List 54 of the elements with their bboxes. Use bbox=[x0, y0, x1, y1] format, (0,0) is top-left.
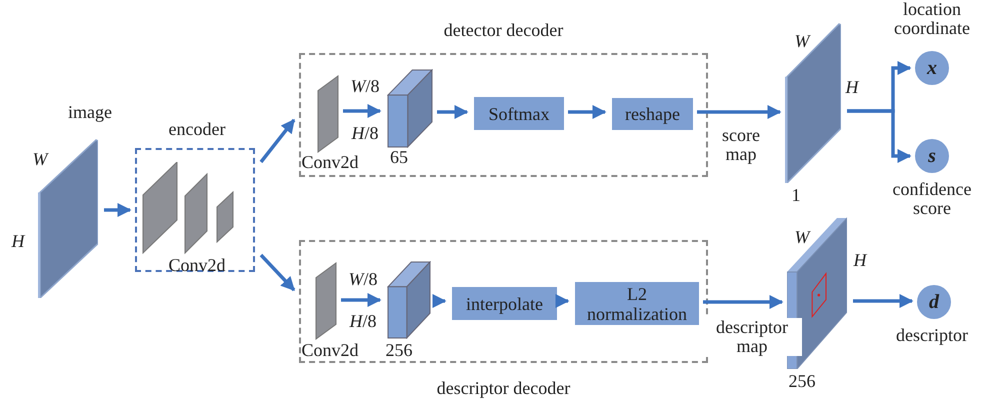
dimension-label: H bbox=[844, 78, 860, 97]
process-label: interpolate bbox=[466, 294, 543, 314]
feature-cube bbox=[387, 261, 431, 339]
dimension-label: H/8 bbox=[348, 312, 378, 331]
dimension-label: image bbox=[67, 103, 113, 122]
arrow bbox=[260, 254, 296, 292]
dimension-label: W/8 bbox=[349, 77, 380, 96]
process-label: L2 normalization bbox=[586, 284, 688, 324]
arrow bbox=[341, 293, 382, 307]
group-heading: descriptor decoder bbox=[436, 379, 572, 397]
dimension-label: descriptor bbox=[895, 326, 969, 345]
symbol-label: d bbox=[929, 292, 939, 312]
dimension-label: 65 bbox=[389, 148, 409, 167]
dimension-label: H bbox=[852, 251, 868, 270]
arrow bbox=[847, 109, 912, 163]
dimension-label: H/8 bbox=[350, 124, 380, 143]
group-heading: Conv2d bbox=[167, 256, 226, 274]
arrow bbox=[260, 118, 296, 164]
arrow bbox=[697, 105, 782, 119]
dimension-label: location coordinate bbox=[893, 0, 971, 38]
arrow bbox=[853, 294, 914, 308]
arrow bbox=[568, 105, 606, 119]
dimension-label: W bbox=[32, 150, 50, 169]
dimension-label: 1 bbox=[790, 186, 802, 205]
process-box bbox=[575, 282, 699, 325]
arrow bbox=[703, 295, 784, 309]
dimension-label: H bbox=[10, 232, 26, 251]
dimension-label: Conv2d bbox=[300, 153, 360, 172]
symbol-label: x bbox=[927, 58, 937, 78]
feature-map-slab bbox=[315, 262, 337, 340]
symbol-label: s bbox=[928, 146, 936, 166]
dimension-label: 256 bbox=[384, 341, 414, 360]
arrow bbox=[555, 294, 570, 308]
dimension-label: W bbox=[794, 32, 812, 51]
dimension-label: 256 bbox=[788, 372, 816, 391]
feature-cube bbox=[387, 69, 433, 148]
process-box bbox=[612, 98, 693, 130]
arrow bbox=[437, 105, 468, 119]
process-label: Softmax bbox=[488, 104, 550, 124]
feature-map-slab bbox=[317, 75, 339, 153]
process-box bbox=[474, 97, 564, 130]
group-heading: encoder bbox=[168, 120, 226, 138]
process-label: reshape bbox=[625, 104, 680, 124]
dimension-label: W bbox=[794, 228, 812, 247]
group-heading: detector decoder bbox=[442, 21, 564, 39]
dimension-label: confidence score bbox=[892, 180, 972, 218]
dimension-label: Conv2d bbox=[300, 341, 360, 360]
dimension-label: W/8 bbox=[347, 270, 378, 289]
descriptor-map-plane bbox=[787, 215, 847, 369]
arrow bbox=[343, 104, 382, 118]
score-map-plane bbox=[785, 22, 841, 183]
arrow bbox=[104, 203, 132, 217]
process-box bbox=[452, 287, 557, 320]
arrow bbox=[432, 294, 446, 308]
